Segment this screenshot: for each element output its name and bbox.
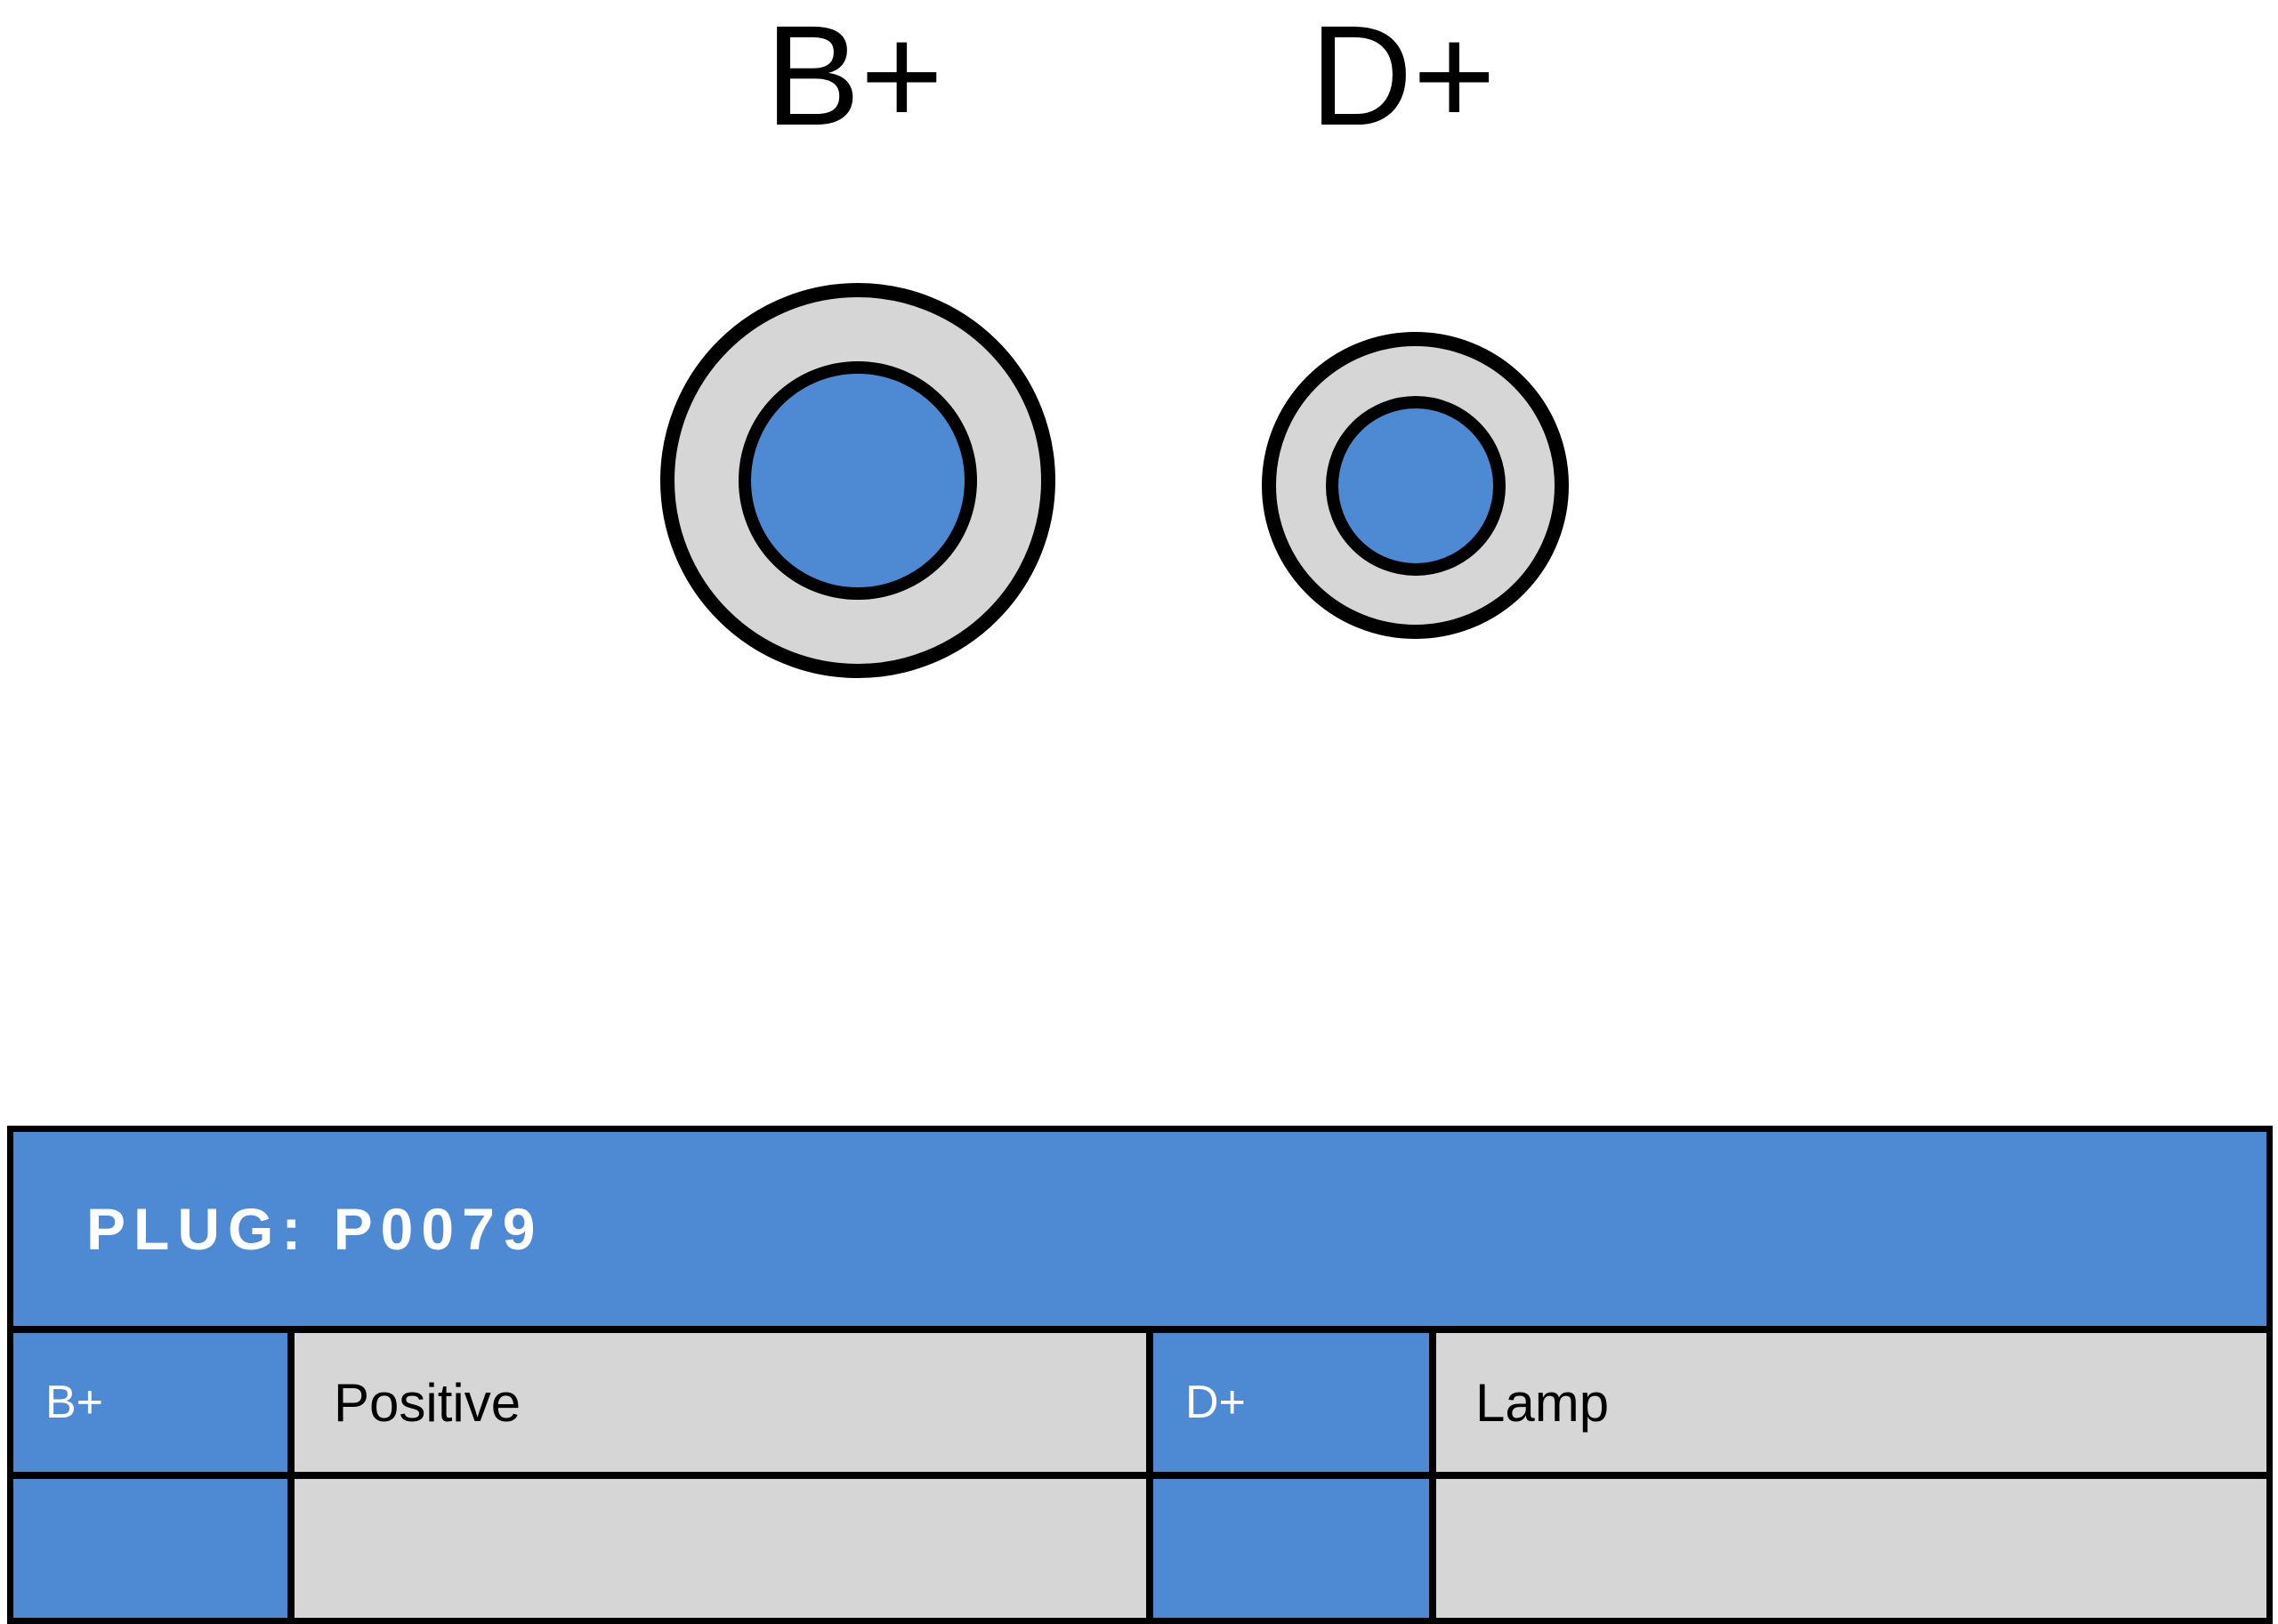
table-row: B+ Positive D+ Lamp: [13, 1333, 2266, 1472]
plug-header-title: PLUG: P0079: [13, 1132, 2266, 1326]
pin-label-empty-b: [1153, 1479, 1429, 1618]
pin-label-empty-a: [13, 1479, 287, 1618]
pin-label-d-plus: D+: [1153, 1333, 1429, 1472]
table-row: [13, 1479, 2266, 1618]
pin-description-d-plus: Lamp: [1436, 1333, 2266, 1472]
pin-description-empty-b: [1436, 1479, 2266, 1618]
pin-label-b-plus: B+: [13, 1333, 287, 1472]
pinout-table: PLUG: P0079 B+ Positive D+ Lamp: [7, 1126, 2273, 1624]
table-header-row: PLUG: P0079: [13, 1132, 2266, 1326]
terminal-bplus-label: B+: [765, 0, 944, 155]
pin-description-empty-a: [295, 1479, 1146, 1618]
terminal-dplus-label: D+: [1310, 0, 1496, 155]
terminal-dplus-core-icon: [1326, 396, 1506, 576]
terminal-bplus-core-icon: [739, 361, 977, 600]
pin-description-b-plus: Positive: [295, 1333, 1146, 1472]
connector-diagram: B+ D+: [660, 0, 1569, 678]
